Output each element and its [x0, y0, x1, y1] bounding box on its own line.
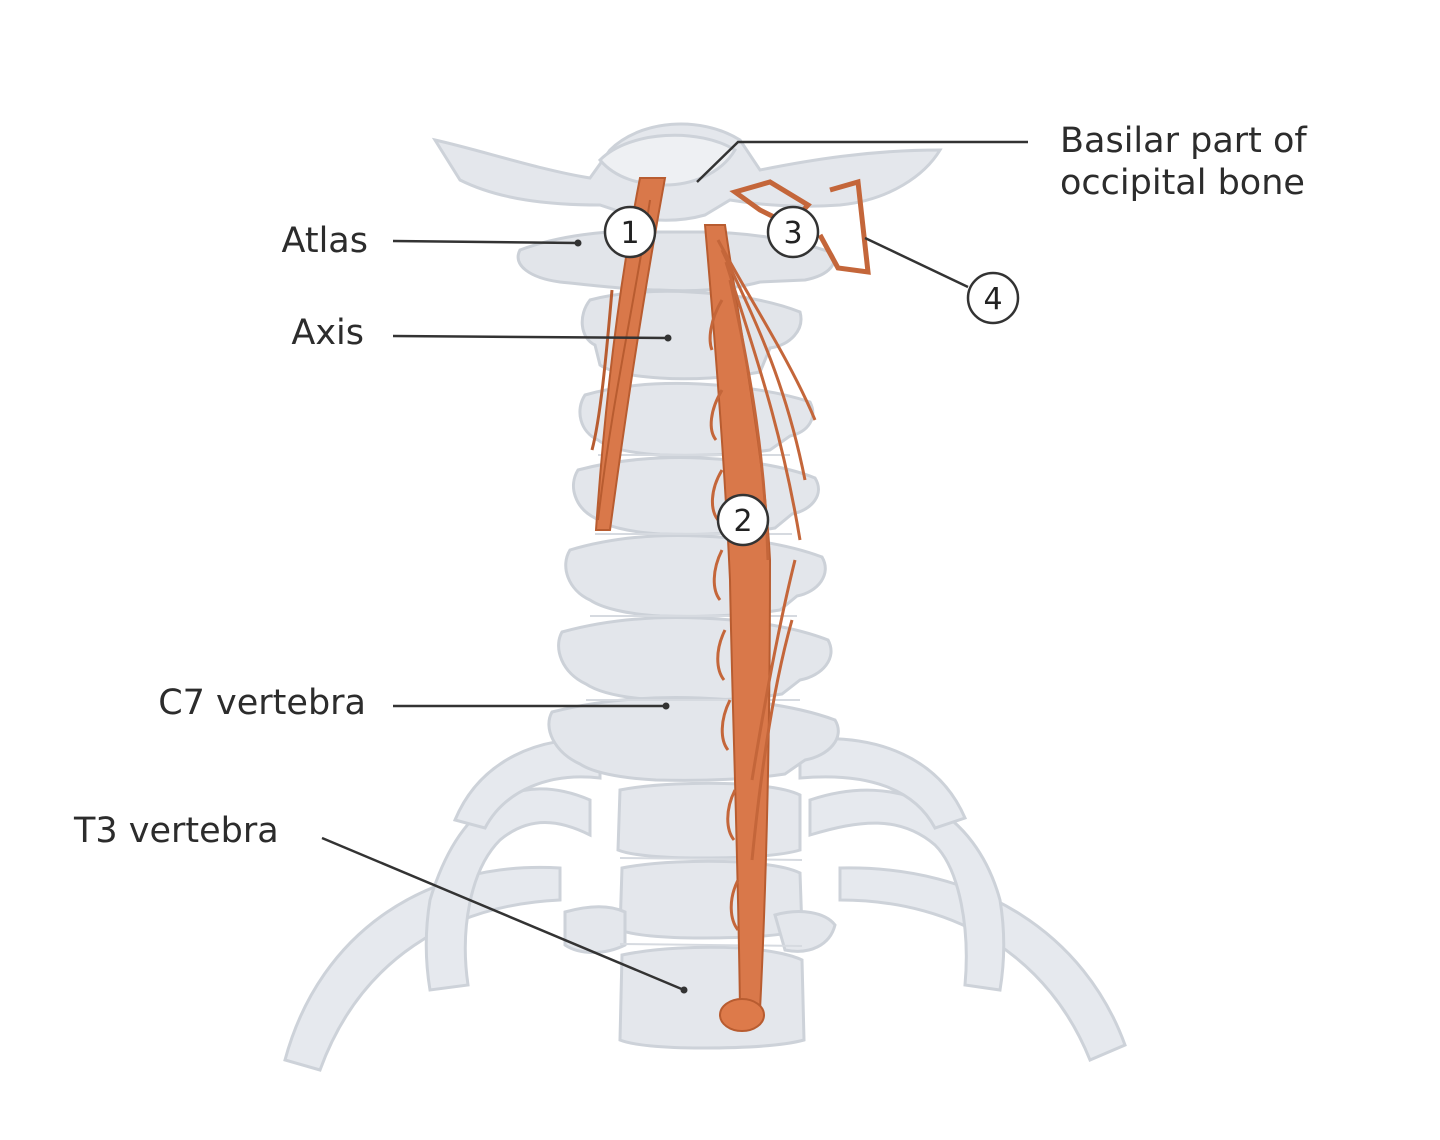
marker-1-text: 1: [620, 216, 639, 251]
ribs: [283, 737, 1127, 1072]
label-atlas: Atlas: [281, 221, 368, 261]
rib-left-upper: [452, 737, 602, 830]
rib-right-upper: [798, 737, 968, 830]
rectus-capitis-lateralis-muscle: [817, 178, 871, 275]
leader-t3: [321, 836, 685, 992]
marker-3: 3: [766, 205, 820, 259]
label-c7-vertebra: C7 vertebra: [158, 683, 366, 723]
label-basilar-line-1: Basilar part of: [1060, 121, 1307, 161]
leader-basilar: [696, 140, 1028, 183]
marker-2-text: 2: [733, 504, 752, 539]
label-basilar-part-occipital-bone: Basilar part of occipital bone: [1060, 120, 1307, 204]
label-basilar-line-2: occipital bone: [1060, 163, 1305, 203]
leader-axis: [392, 334, 669, 340]
leader-dots: [574, 239, 688, 994]
label-axis: Axis: [291, 313, 364, 353]
marker-3-text: 3: [783, 216, 802, 251]
longus-colli-insertion: [719, 998, 765, 1032]
rib-left-lower: [283, 865, 562, 1072]
marker-1: 1: [603, 205, 657, 259]
occipital-bone: [431, 122, 943, 222]
thoracic-vertebrae: [563, 781, 837, 1050]
longus-capitis-muscle: [594, 177, 667, 531]
muscles: [590, 177, 871, 1032]
marker-2: 2: [716, 493, 770, 547]
label-t3-vertebra: T3 vertebra: [74, 811, 279, 851]
marker-4-text: 4: [983, 282, 1002, 317]
marker-4: 4: [966, 271, 1020, 325]
leader-marker-4: [864, 236, 969, 289]
leader-atlas: [392, 239, 579, 245]
leader-lines: [321, 140, 1028, 992]
